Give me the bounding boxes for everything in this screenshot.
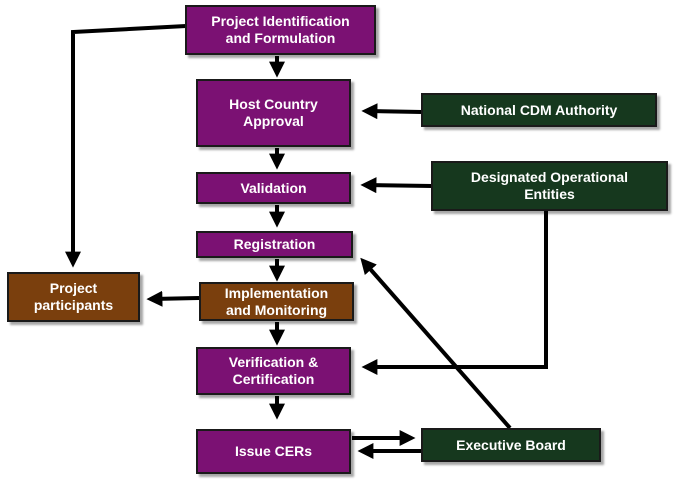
project-identification-box: Project Identification and Formulation: [185, 5, 376, 55]
host-country-approval-box: Host Country Approval: [196, 79, 351, 147]
executive-board-box: Executive Board: [421, 428, 601, 462]
arrow-cdm-authority-to-approval: [361, 103, 423, 120]
project-identification-label: Project Identification and Formulation: [211, 13, 350, 46]
project-participants-label: Project participants: [33, 280, 114, 313]
issue-cers-label: Issue CERs: [234, 443, 313, 459]
verification-box: Verification & Certification: [196, 347, 351, 395]
host-country-approval-label: Host Country Approval: [229, 96, 318, 129]
designated-operational-entities-box: Designated Operational Entities: [431, 161, 668, 211]
verification-label: Verification & Certification: [228, 354, 319, 387]
arrow-board-to-registration: [360, 257, 512, 430]
registration-box: Registration: [196, 231, 353, 258]
issue-cers-box: Issue CERs: [196, 429, 351, 474]
arrow-doe-to-verification: [361, 211, 548, 375]
arrow-implementation-to-participants: [146, 290, 200, 307]
implementation-box: Implementation and Monitoring: [199, 282, 354, 321]
arrow-identification-to-participants: [65, 24, 187, 268]
national-cdm-authority-box: National CDM Authority: [421, 93, 657, 127]
national-cdm-authority-label: National CDM Authority: [460, 101, 618, 118]
designated-operational-entities-label: Designated Operational Entities: [470, 169, 629, 202]
arrow-doe-to-validation: [360, 177, 433, 194]
validation-label: Validation: [240, 179, 307, 196]
registration-label: Registration: [233, 236, 316, 252]
executive-board-label: Executive Board: [456, 436, 566, 453]
project-participants-box: Project participants: [7, 272, 140, 322]
implementation-label: Implementation and Monitoring: [224, 284, 329, 318]
validation-box: Validation: [196, 172, 351, 204]
